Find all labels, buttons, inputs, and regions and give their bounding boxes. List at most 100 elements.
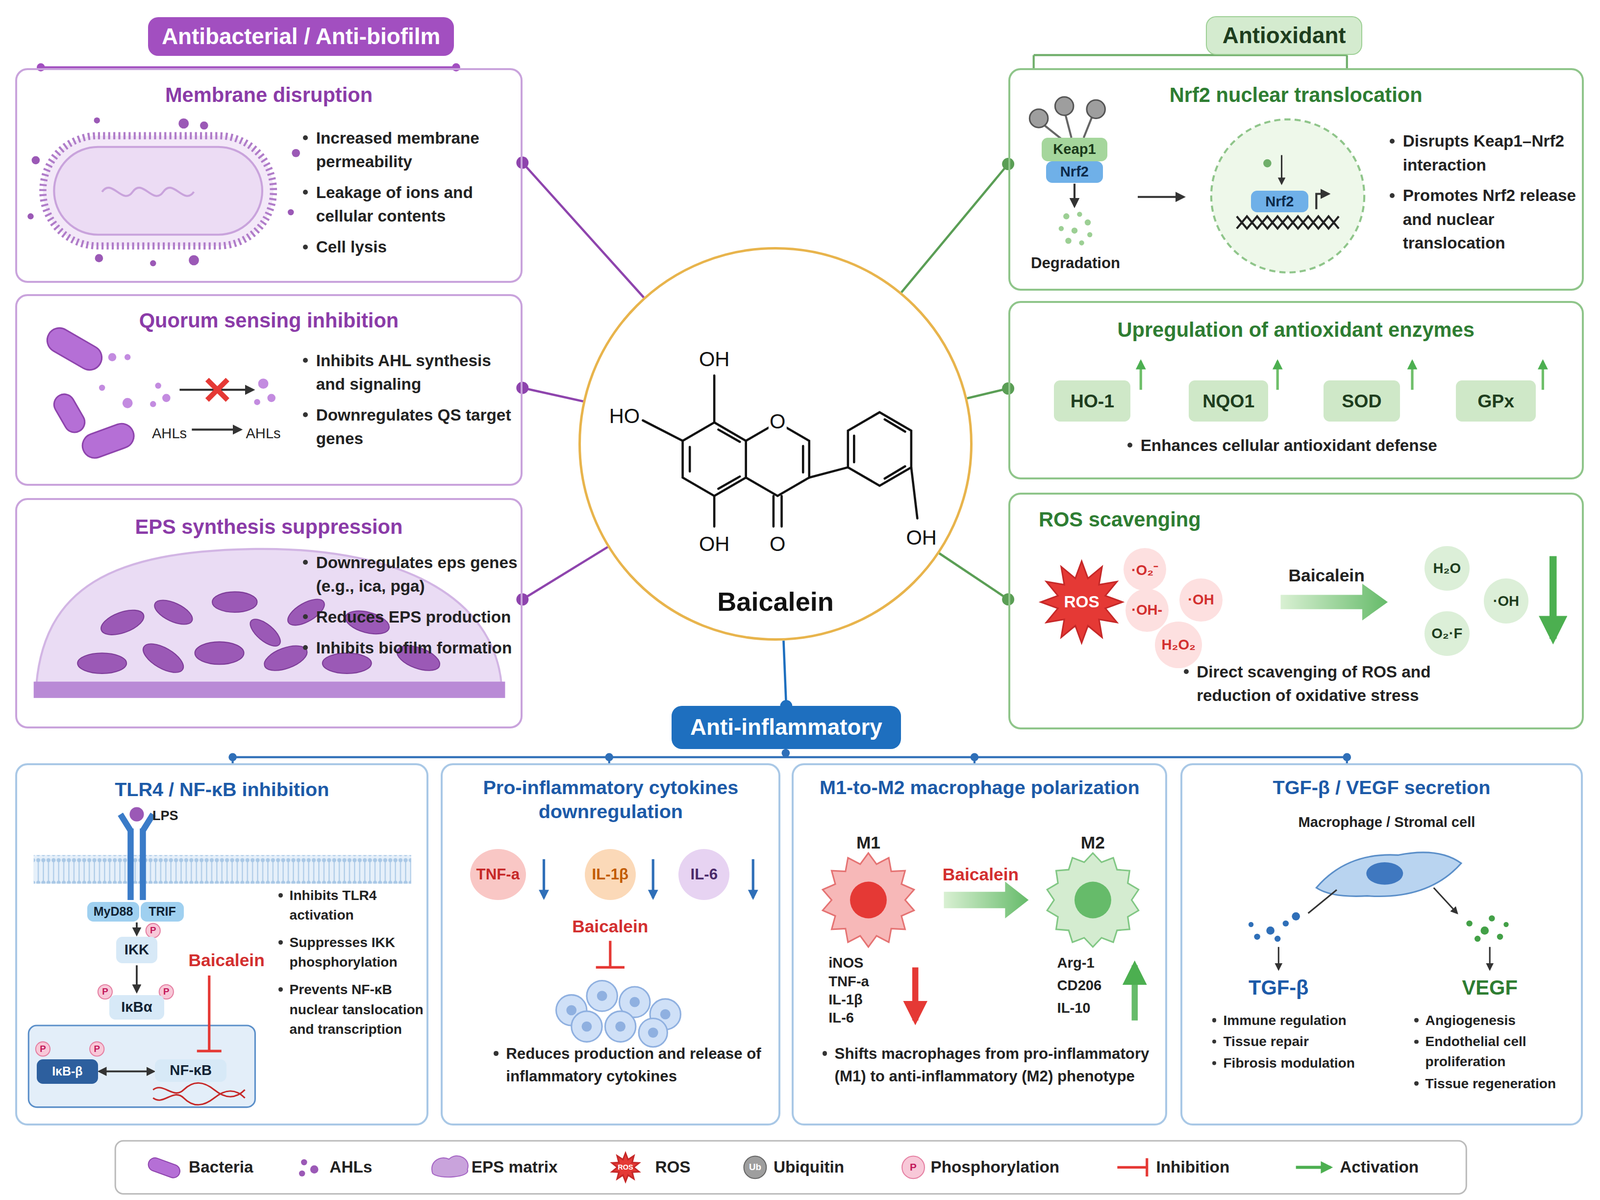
heading-wrap: Quorum sensing inhibition	[17, 307, 521, 334]
bullet-item: Shifts macrophages from pro-inflammatory…	[822, 1042, 1160, 1088]
bullet-dot	[302, 135, 308, 141]
diagram-label: IL-1β	[828, 991, 863, 1009]
shape-label: MyD88	[93, 904, 134, 919]
bullet-item: Tissue regeneration	[1414, 1073, 1556, 1094]
bullet-text: Enhances cellular antioxidant defense	[1140, 433, 1438, 458]
bullet-item: Angiogenesis	[1414, 1010, 1516, 1031]
legend-text: Phosphorylation	[930, 1157, 1060, 1177]
connector	[901, 164, 1009, 293]
bullet-item: Reduces EPS production	[302, 605, 520, 629]
bullet-dot	[302, 357, 308, 363]
bullet-list: Enhances cellular antioxidant defense	[1127, 433, 1567, 458]
shape-label: GPx	[1477, 390, 1515, 412]
heading-wrap: Pro-inflammatory cytokines downregulatio…	[442, 775, 779, 825]
bullet-dot	[1212, 1018, 1217, 1023]
bullet-dot	[493, 1050, 499, 1056]
bullet-text: Disrupts Keap1–Nrf2 interaction	[1402, 129, 1579, 177]
mechanism-box: EPS synthesis suppressionDownregulates e…	[15, 498, 523, 729]
shape-label: H₂O₂	[1161, 636, 1196, 653]
legend-text: EPS matrix	[471, 1157, 558, 1177]
shape-label: H₂O	[1432, 560, 1461, 577]
connector-dot	[516, 156, 529, 169]
diagram-label: OH	[698, 532, 731, 556]
protein-tag: TRIF	[140, 901, 184, 922]
heading-wrap: Membrane disruption	[17, 82, 521, 108]
shape-label: ·O₂⁻	[1131, 559, 1159, 580]
bullet-item: Downregulates eps genes (e.g., ica, pga)	[302, 550, 520, 599]
diagram-label: Macrophage / Stromal cell	[1298, 814, 1475, 831]
connector	[967, 388, 1009, 399]
diagram-label: O	[768, 532, 787, 556]
connector-dot	[516, 381, 529, 395]
diagram-label: O	[768, 409, 787, 434]
bullet-wrap: Tissue repair	[1212, 1031, 1309, 1052]
diagram-label: TNF-a	[828, 973, 870, 991]
bullet-dot	[1414, 1039, 1419, 1044]
diagram-label: OH	[904, 525, 938, 550]
bullet-text: Inhibits TLR4 activation	[289, 885, 428, 926]
box-heading: M1-to-M2 macrophage polarization	[819, 776, 1140, 799]
box-heading: Pro-inflammatory cytokines downregulatio…	[482, 776, 739, 823]
m1-cell	[822, 852, 915, 948]
heading-wrap: EPS synthesis suppression	[17, 514, 521, 540]
bullet-dot	[278, 987, 283, 992]
heading-wrap: M1-to-M2 macrophage polarization	[793, 775, 1166, 800]
shape-label: ·OH	[1187, 591, 1214, 608]
connector	[522, 547, 608, 600]
bullet-text: Cell lysis	[316, 235, 387, 259]
legend-text: AHLs	[329, 1157, 373, 1177]
diagram-label: M2	[1080, 832, 1105, 853]
bullet-item: Suppresses IKK phosphorylation	[278, 932, 428, 974]
bullet-text: Inhibits AHL synthesis and signaling	[316, 349, 520, 397]
bullet-item: Tissue repair	[1212, 1031, 1309, 1052]
bullet-text: Leakage of ions and cellular contents	[316, 180, 520, 229]
diagram-label: P	[94, 1043, 101, 1055]
heading-wrap: Nrf2 nuclear translocation	[1010, 82, 1582, 108]
bullet-item: Immune regulation	[1212, 1010, 1347, 1031]
bullet-text: Reduces EPS production	[316, 605, 512, 629]
diagram-label: P	[39, 1043, 47, 1055]
bullet-dot	[1212, 1060, 1217, 1065]
bullet-text: Inhibits biofilm formation	[316, 636, 513, 660]
bullet-dot	[302, 614, 308, 620]
bullet-wrap: Tissue regeneration	[1414, 1073, 1556, 1094]
radical-circle: ·OH	[1179, 578, 1223, 622]
diagram-label: AHLs	[151, 425, 187, 443]
bullet-dot	[1127, 442, 1133, 448]
heading-wrap: ROS scavenging	[1038, 506, 1582, 533]
diagram-label: Arg-1	[1057, 954, 1095, 972]
shape-label: TRIF	[148, 904, 176, 919]
diagram-label: Degradation	[1030, 254, 1121, 273]
bullet-list: Inhibits TLR4 activationSuppresses IKK p…	[278, 885, 428, 1040]
bullet-item: Direct scavenging of ROS and reduction o…	[1183, 660, 1460, 708]
section-header: Antibacterial / Anti-biofilm	[148, 17, 454, 56]
bullet-dot	[1212, 1039, 1217, 1044]
shape-label: ·OH-	[1131, 601, 1163, 619]
compound-name: Baicalein	[717, 586, 834, 617]
bullet-dot	[1414, 1081, 1419, 1086]
bullet-item: Promotes Nrf2 release and nuclear transl…	[1389, 183, 1579, 255]
legend-text: Bacteria	[188, 1157, 253, 1177]
bullet-dot	[822, 1050, 827, 1056]
bullet-item: Downregulates QS target genes	[302, 403, 520, 451]
connector	[783, 640, 786, 707]
bullet-list: Shifts macrophages from pro-inflammatory…	[822, 1042, 1160, 1088]
bullet-wrap: Endothelial cell proliferation	[1414, 1031, 1568, 1073]
m1-nucleus	[850, 881, 887, 919]
bullet-text: Immune regulation	[1223, 1010, 1347, 1031]
mechanism-box: M1-to-M2 macrophage polarizationShifts m…	[791, 763, 1168, 1126]
bullet-list: Direct scavenging of ROS and reduction o…	[1183, 660, 1460, 708]
box-heading: Nrf2 nuclear translocation	[1169, 83, 1423, 107]
legend-text: Ubiquitin	[773, 1157, 845, 1177]
shape-label: IL-1β	[592, 865, 629, 884]
bullet-text: Prevents NF-κB nuclear tanslocation and …	[289, 979, 428, 1040]
bullet-item: Endothelial cell proliferation	[1414, 1031, 1568, 1073]
bullet-list: Disrupts Keap1–Nrf2 interactionPromotes …	[1389, 129, 1579, 255]
diagram-label: Baicalein	[188, 950, 265, 971]
shape-label: NF-κB	[169, 1062, 212, 1079]
diagram-label: VEGF	[1462, 975, 1518, 1000]
bullet-text: Reduces production and release of inflam…	[505, 1042, 775, 1088]
diagram-label: Baicalein	[572, 916, 649, 937]
box-heading: TGF-β / VEGF secretion	[1273, 776, 1491, 799]
